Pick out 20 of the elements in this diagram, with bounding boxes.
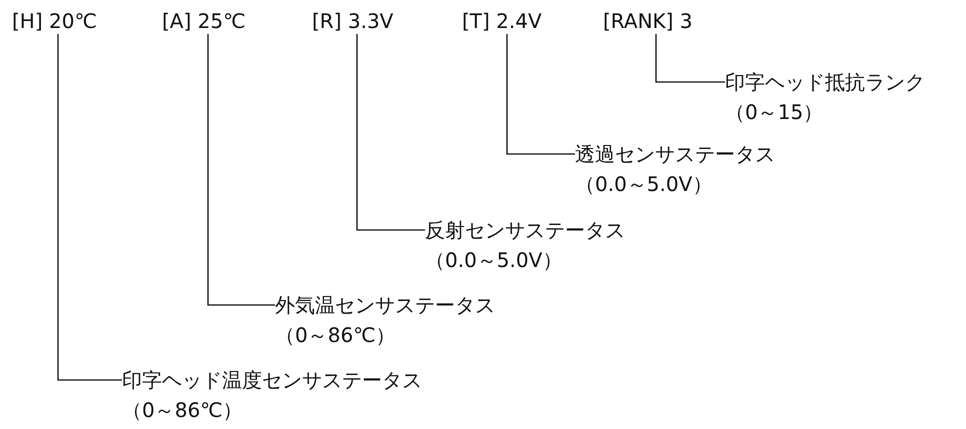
value-range: （0～86℃）	[122, 397, 243, 424]
leader-line	[356, 34, 425, 231]
value-range: （0～15）	[725, 99, 824, 126]
value-range: （0.0～5.0V）	[575, 171, 712, 198]
status-value: [A] 25℃	[162, 8, 246, 34]
status-value: [RANK] 3	[603, 8, 693, 34]
status-value: [R] 3.3V	[312, 8, 394, 34]
leader-line	[506, 34, 575, 155]
status-name: 反射センサステータス	[425, 217, 625, 244]
value-range: （0.0～5.0V）	[425, 247, 562, 274]
leader-line	[207, 34, 275, 306]
status-value: [H] 20℃	[12, 8, 97, 34]
leader-line	[655, 34, 725, 83]
status-name: 印字ヘッド抵抗ランク	[725, 69, 925, 96]
value-range: （0～86℃）	[275, 322, 396, 349]
status-name: 印字ヘッド温度センサステータス	[122, 367, 422, 394]
status-name: 外気温センサステータス	[275, 292, 495, 319]
status-name: 透過センサステータス	[575, 141, 775, 168]
status-value: [T] 2.4V	[462, 8, 542, 34]
leader-line	[57, 34, 122, 381]
